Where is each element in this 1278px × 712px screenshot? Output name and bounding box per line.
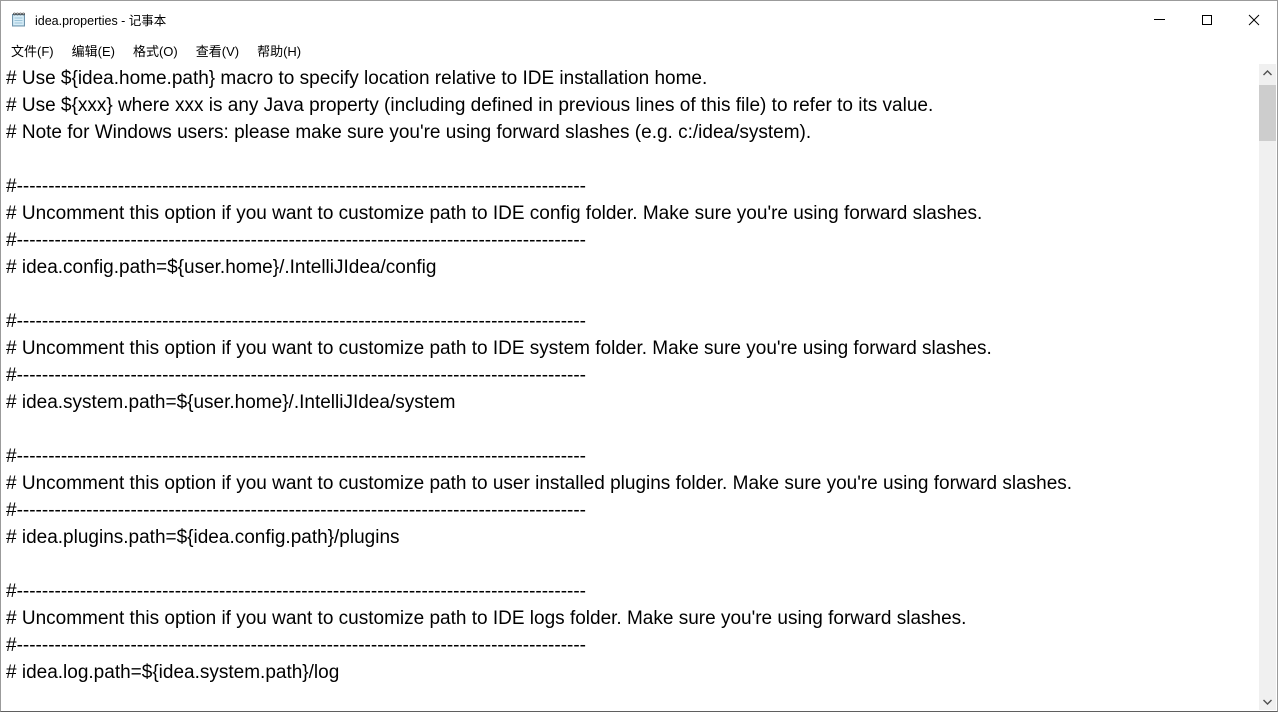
editor-line: # Use ${idea.home.path} macro to specify…: [6, 68, 708, 89]
editor-line: # Uncomment this option if you want to c…: [6, 338, 992, 359]
window-title: idea.properties - 记事本: [35, 14, 167, 28]
maximize-button[interactable]: [1183, 1, 1230, 38]
editor-line: # Uncomment this option if you want to c…: [6, 203, 983, 224]
editor-line: [6, 551, 1259, 578]
editor-line: #---------------------------------------…: [6, 500, 587, 521]
scrollbar-thumb[interactable]: [1259, 85, 1276, 141]
close-button[interactable]: [1230, 1, 1277, 38]
menu-item-edit[interactable]: 编辑(E): [71, 43, 115, 59]
editor-line: # idea.config.path=${user.home}/.Intelli…: [6, 257, 437, 278]
editor-line: #---------------------------------------…: [6, 446, 587, 467]
minimize-button[interactable]: [1136, 1, 1183, 38]
menu-item-format[interactable]: 格式(O): [132, 43, 178, 59]
editor-line: [6, 686, 1259, 710]
minimize-icon: [1154, 19, 1165, 20]
editor-lines: # Use ${idea.home.path} macro to specify…: [2, 64, 1259, 710]
scroll-down-button[interactable]: [1259, 693, 1276, 710]
window-controls: [1136, 1, 1277, 38]
scroll-up-button[interactable]: [1259, 64, 1276, 81]
editor-line: [6, 416, 1259, 443]
editor-line: # Uncomment this option if you want to c…: [6, 473, 1073, 494]
menu-item-file[interactable]: 文件(F): [11, 43, 54, 59]
editor-line: #---------------------------------------…: [6, 635, 587, 656]
editor-line: #---------------------------------------…: [6, 311, 587, 332]
editor-line: #---------------------------------------…: [6, 365, 587, 386]
notepad-icon[interactable]: [10, 11, 28, 29]
editor-line: # Note for Windows users: please make su…: [6, 122, 812, 143]
vertical-scrollbar[interactable]: [1259, 64, 1276, 710]
menu-bar: 文件(F) 编辑(E) 格式(O) 查看(V) 帮助(H): [1, 38, 1277, 64]
editor-line: # Use ${xxx} where xxx is any Java prope…: [6, 95, 934, 116]
editor-line: # idea.system.path=${user.home}/.Intelli…: [6, 392, 456, 413]
editor-line: [6, 146, 1259, 173]
editor-line: #---------------------------------------…: [6, 230, 587, 251]
editor-line: #---------------------------------------…: [6, 176, 587, 197]
chevron-up-icon: [1263, 69, 1272, 75]
editor-line: #---------------------------------------…: [6, 581, 587, 602]
close-icon: [1248, 14, 1259, 25]
menu-item-view[interactable]: 查看(V): [195, 43, 240, 59]
maximize-icon: [1201, 14, 1212, 25]
editor-line: # idea.plugins.path=${idea.config.path}/…: [6, 527, 400, 548]
chevron-down-icon: [1263, 699, 1272, 705]
editor-line: # idea.log.path=${idea.system.path}/log: [6, 662, 340, 683]
editor-line: [6, 281, 1259, 308]
editor-line: # Uncomment this option if you want to c…: [6, 608, 967, 629]
menu-item-help[interactable]: 帮助(H): [257, 43, 302, 59]
text-editor[interactable]: # Use ${idea.home.path} macro to specify…: [2, 64, 1259, 710]
title-bar: idea.properties - 记事本: [1, 1, 1277, 38]
